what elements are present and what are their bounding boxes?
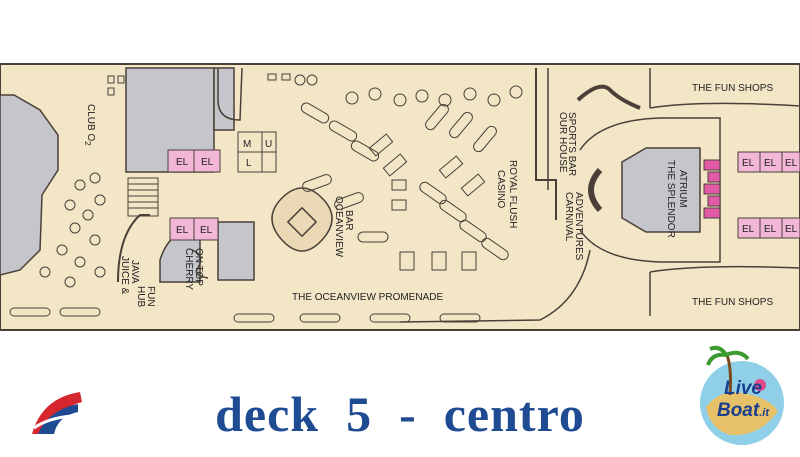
svg-text:L: L — [246, 158, 252, 169]
svg-text:EL: EL — [764, 158, 777, 169]
fun-shops-bottom-wall — [649, 265, 800, 316]
elevator — [193, 217, 219, 241]
label-fun-shops-bottom: THE FUN SHOPS — [692, 297, 773, 308]
label-cherry-on-top: CHERRYON TOP — [183, 248, 204, 290]
svg-text:M: M — [243, 139, 251, 150]
casino-wall — [535, 68, 557, 220]
club-o2-seating — [39, 172, 106, 288]
svg-text:EL: EL — [742, 158, 755, 169]
cherry-counter — [191, 249, 209, 279]
label-juice-java: JUICE &JAVA — [119, 256, 140, 295]
svg-text:EL: EL — [201, 157, 214, 168]
svg-text:EL: EL — [200, 225, 213, 236]
svg-text:EL: EL — [785, 158, 798, 169]
deck-plan-map: CLUB O2 EL EL EL EL M U L JUICE &JAVA — [0, 63, 800, 331]
svg-text:EL: EL — [176, 225, 189, 236]
service-block-2 — [213, 67, 235, 131]
label-splendor-atrium: THE SPLENDORATRIUM — [665, 160, 688, 238]
deck-title: deck 5 - centro — [215, 386, 585, 442]
label-club-o2: CLUB O2 — [83, 104, 96, 146]
atrium-stair-arc — [588, 167, 603, 213]
svg-text:EL: EL — [785, 224, 798, 235]
atrium-pink-structure — [703, 159, 721, 219]
elevator — [193, 149, 221, 173]
bar-counter-top — [217, 67, 243, 121]
casino-tables — [300, 102, 509, 271]
liveboat-watermark-logo — [700, 345, 784, 445]
club-o2-structure — [0, 94, 59, 276]
oceanview-bar-counter — [271, 187, 333, 252]
svg-text:EL: EL — [176, 157, 189, 168]
promenade-seating — [9, 307, 481, 323]
svg-text:EL: EL — [742, 224, 755, 235]
svg-text:U: U — [265, 139, 272, 150]
club-o2-columns — [107, 75, 125, 96]
fun-shops-top-wall — [649, 68, 800, 109]
label-royal-flush-casino: ROYAL FLUSHCASINO — [495, 160, 518, 228]
carnival-funnel-logo — [32, 392, 82, 434]
atrium-well — [621, 147, 701, 233]
service-block-3 — [217, 221, 255, 281]
elevator-bank-left: EL EL EL EL — [167, 149, 221, 241]
svg-text:EL: EL — [764, 224, 777, 235]
restrooms: M U L — [237, 131, 277, 173]
label-fun-hub: FUNHUB — [135, 286, 156, 307]
promenade-curve — [399, 249, 591, 323]
stairwell — [127, 177, 159, 217]
label-oceanview-promenade: THE OCEANVIEW PROMENADE — [292, 292, 443, 303]
elevator-bank-right: EL EL EL EL EL EL — [737, 151, 800, 239]
sports-bar-counter — [576, 84, 641, 110]
label-fun-shops-top: THE FUN SHOPS — [692, 83, 773, 94]
slot-machine-clusters — [267, 73, 523, 107]
label-our-house-sports-bar: OUR HOUSESPORTS BAR — [557, 112, 577, 176]
label-oceanview-bar: OCEANVIEWBAR — [333, 196, 354, 258]
label-carnival-adventures: CARNIVALADVENTURES — [563, 192, 584, 261]
juice-java-wall — [117, 214, 150, 283]
